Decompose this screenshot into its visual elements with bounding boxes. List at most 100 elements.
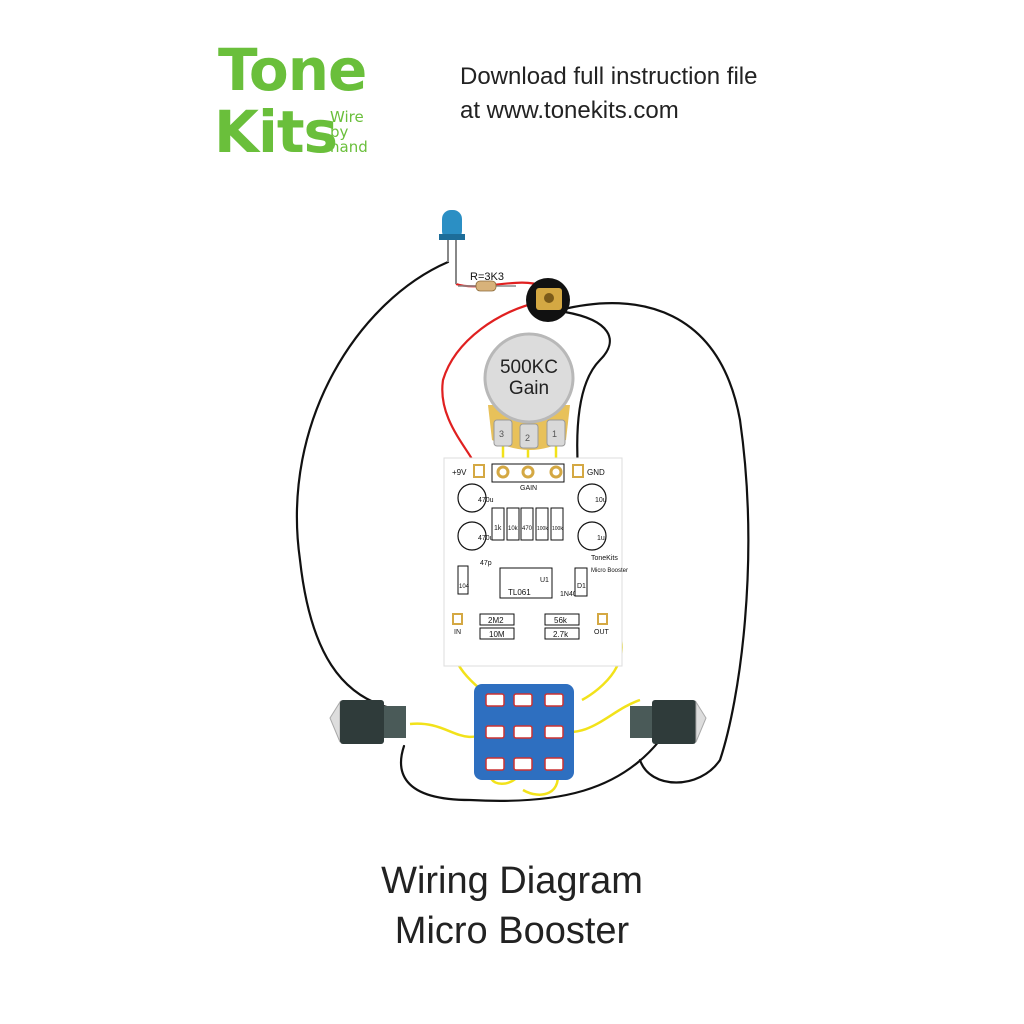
- tagline-word: hand: [330, 138, 368, 156]
- logo-tone-text: Tone: [218, 36, 367, 104]
- pot-lug-label-1: 1: [552, 429, 557, 439]
- cap-1u: [577, 521, 607, 551]
- gain-pad-3: [496, 465, 510, 479]
- switch-lug: [485, 693, 505, 707]
- gain-pad-2: [521, 465, 535, 479]
- res-100k-a: [535, 507, 549, 541]
- logo-tagline: Wire by hand: [330, 110, 390, 155]
- switch-lug: [513, 757, 533, 771]
- switch-lug: [513, 725, 533, 739]
- cap-470u-a: [457, 483, 487, 513]
- pcb-board: +9V GND GAIN 470u 10u 470u 1u 1: [443, 457, 628, 667]
- pcb-label-9v: +9V: [452, 468, 467, 477]
- download-line-2: at www.tonekits.com: [460, 97, 679, 124]
- resistor-label: R=3K3: [470, 271, 504, 283]
- diode-d1: [574, 567, 588, 597]
- input-jack-nut: [384, 706, 406, 738]
- led-rim: [439, 234, 465, 240]
- pot-lug-label-3: 3: [499, 429, 504, 439]
- input-jack-tip: [329, 700, 341, 743]
- switch-lug: [485, 757, 505, 771]
- cap-47p-label: 47p: [480, 560, 492, 567]
- download-instructions: Download full instruction file at www.to…: [460, 60, 757, 128]
- cap-1u-label: 1u: [597, 535, 605, 542]
- res-1k-label: 1k: [494, 525, 502, 532]
- tonekits-logo: Tone Kits Wire by hand: [214, 38, 414, 168]
- dc-jack: [526, 278, 570, 322]
- input-jack: [329, 700, 406, 744]
- cap-104: [457, 565, 469, 595]
- switch-lug: [544, 725, 564, 739]
- wire-dc-ground-right: [558, 302, 750, 784]
- cap-104-label: 104: [459, 584, 470, 590]
- current-limit-resistor: R=3K3: [458, 271, 516, 292]
- wire-dc-to-9v: [441, 300, 541, 471]
- pad-gnd: [572, 464, 584, 478]
- res-1k: [491, 507, 505, 541]
- led: [439, 210, 465, 284]
- res-10k-label: 10k: [508, 526, 519, 532]
- res-10m: [479, 627, 515, 640]
- pot-lug-2: [519, 423, 539, 449]
- pcb-model-label: Micro Booster: [591, 568, 628, 574]
- res-2m2-label: 2M2: [488, 616, 504, 625]
- pad-out: [597, 613, 608, 625]
- res-56k-label: 56k: [554, 616, 568, 625]
- pcb-brand-label: ToneKits: [591, 555, 618, 562]
- resistor-bank: 1k 10k 470 100k 100k: [491, 507, 564, 541]
- pot-lug-1: [546, 419, 566, 447]
- res-100k-b-label: 100k: [552, 526, 563, 532]
- resistor-body: [475, 280, 497, 292]
- diagram-title: Wiring Diagram Micro Booster: [0, 856, 1024, 956]
- switch-lug: [485, 725, 505, 739]
- res-100k-a-label: 100k: [537, 526, 548, 532]
- res-2k7-label: 2.7k: [553, 630, 569, 639]
- pot-name-label: Gain: [509, 378, 549, 399]
- switch-lug: [513, 693, 533, 707]
- diagram-title-line-1: Wiring Diagram: [381, 860, 643, 902]
- pad-9v: [473, 464, 485, 478]
- cap-10u: [577, 483, 607, 513]
- pot-lug-3: [493, 419, 513, 447]
- switch-lug: [544, 757, 564, 771]
- wire-led-ground: [295, 260, 450, 712]
- wire-jack-to-switch: [399, 738, 662, 802]
- pot-knob: [483, 332, 575, 424]
- led-body: [442, 210, 462, 240]
- gain-pad-1: [549, 465, 563, 479]
- tagline-word: Wire: [330, 108, 364, 126]
- output-jack-tip: [695, 700, 707, 743]
- output-jack-body: [652, 700, 696, 744]
- cap-470u-b: [457, 521, 487, 551]
- res-2k7: [544, 627, 580, 640]
- cap-470u-b-label: 470u: [478, 535, 494, 542]
- ic-part-label: TL061: [508, 588, 531, 597]
- black-wires: [295, 260, 750, 802]
- res-100k-b: [550, 507, 564, 541]
- res-470: [520, 507, 534, 541]
- pcb-label-gain: GAIN: [520, 485, 537, 492]
- pcb-label-in: IN: [454, 629, 461, 636]
- gain-pad-frame: [491, 463, 565, 483]
- pcb-label-gnd: GND: [587, 468, 605, 477]
- diode-ref-label: D1: [577, 583, 586, 590]
- diode-part-label: 1N4007: [560, 591, 585, 598]
- pot-value-label: 500KC: [500, 357, 558, 378]
- wire-dc-to-gnd: [563, 310, 611, 472]
- input-jack-body: [340, 700, 384, 744]
- output-jack-nut: [630, 706, 652, 738]
- logo-kits-text: Kits: [214, 98, 338, 166]
- tagline-word: by: [330, 123, 349, 141]
- diagram-title-line-2: Micro Booster: [394, 910, 630, 952]
- res-10m-label: 10M: [489, 630, 505, 639]
- res-2m2: [479, 613, 515, 626]
- gain-pot: 3 2 1 500KC Gain: [483, 332, 575, 450]
- pcb-label-out: OUT: [594, 629, 610, 636]
- output-jack: [630, 700, 707, 744]
- dc-jack-pin: [544, 293, 554, 303]
- res-56k: [544, 613, 580, 626]
- res-470-label: 470: [522, 526, 533, 532]
- cap-10u-label: 10u: [595, 497, 607, 504]
